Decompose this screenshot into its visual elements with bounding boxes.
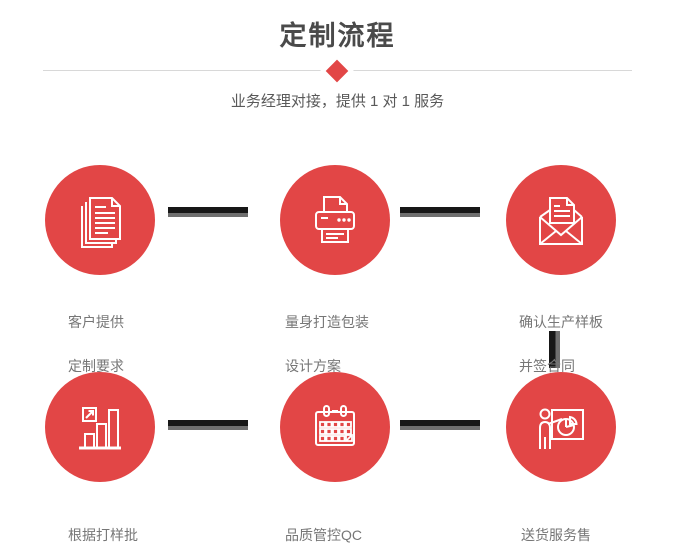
page-subtitle: 业务经理对接，提供 1 对 1 服务 bbox=[230, 93, 445, 110]
page-title: 定制流程 bbox=[279, 21, 396, 51]
connector-step5-step6 bbox=[400, 420, 480, 430]
step-circle-quality-control bbox=[280, 372, 390, 482]
step-label-line: 根据打样批 bbox=[68, 527, 138, 543]
connector-step4-step5 bbox=[168, 420, 248, 430]
step-label-batch-production: 根据打样批 量定做 bbox=[68, 502, 138, 550]
presentation-icon bbox=[539, 408, 584, 449]
step-label-sample-contract: 确认生产样板 并签合同 bbox=[519, 289, 603, 399]
step-label-line: 品质管控QC bbox=[285, 527, 362, 543]
step-circle-batch-production bbox=[45, 372, 155, 482]
step-label-quality-control: 品质管控QC 全检 bbox=[285, 502, 362, 550]
printer-icon bbox=[315, 196, 355, 243]
connector-step3-step6 bbox=[549, 331, 560, 368]
documents-icon bbox=[81, 197, 121, 248]
connector-step2-step3 bbox=[400, 207, 480, 217]
step-label-line: 设计方案 bbox=[285, 358, 341, 374]
step-label-line: 并签合同 bbox=[519, 358, 575, 374]
step-label-line: 量身打造包装 bbox=[285, 314, 369, 330]
step-circle-sample-contract bbox=[506, 165, 616, 275]
step-label-packaging-design: 量身打造包装 设计方案 bbox=[285, 289, 369, 399]
calendar-icon bbox=[315, 405, 355, 446]
step-circle-packaging-design bbox=[280, 165, 390, 275]
step-label-line: 定制要求 bbox=[68, 358, 124, 374]
step-label-line: 确认生产样板 bbox=[519, 314, 603, 330]
step-label-delivery-tracking: 送货服务售 后跟踪 bbox=[521, 502, 591, 550]
step-circle-customer-requirements bbox=[45, 165, 155, 275]
envelope-icon bbox=[539, 197, 583, 245]
step-circle-delivery-tracking bbox=[506, 372, 616, 482]
step-label-line: 送货服务售 bbox=[521, 527, 591, 543]
step-label-line: 客户提供 bbox=[68, 314, 124, 330]
bar-chart-icon bbox=[79, 407, 121, 450]
step-label-customer-requirements: 客户提供 定制要求 bbox=[68, 289, 124, 399]
connector-step1-step2 bbox=[168, 207, 248, 217]
